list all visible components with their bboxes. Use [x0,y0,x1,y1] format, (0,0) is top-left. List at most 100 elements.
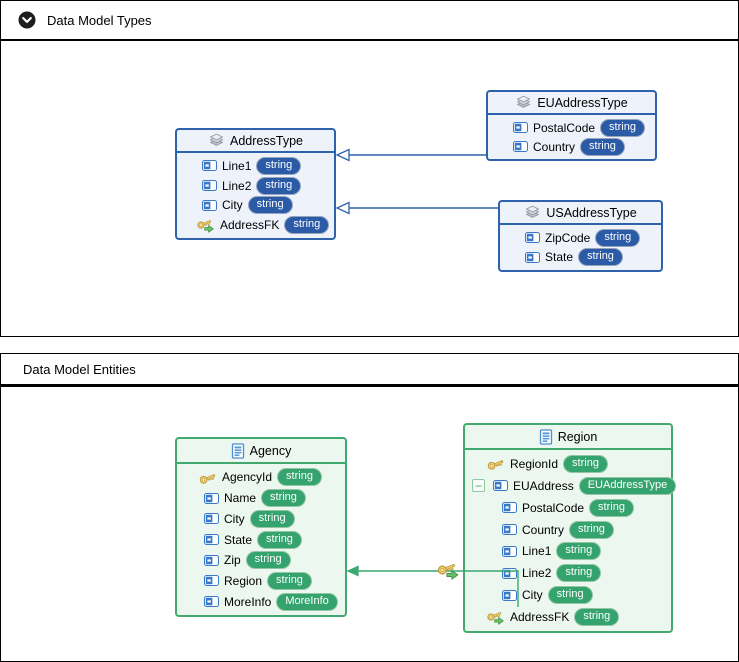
field-type-badge: string [556,564,602,583]
panel-entities-header: Data Model Entities [1,354,738,387]
field-row[interactable]: PostalCode string [468,497,668,519]
field-type-badge: string [249,509,295,528]
type-node-euaddresstype[interactable]: EUAddressType PostalCode string Country … [486,90,657,161]
field-type-badge: string [580,137,625,156]
field-type-badge: string [563,454,608,473]
field-type-badge: string [267,571,312,590]
field-name: AddressFK [220,218,280,233]
field-type-badge: string [547,586,593,605]
field-row[interactable]: State string [180,529,342,550]
field-type-badge: string [574,608,620,627]
field-icon [202,160,217,172]
field-name: RegionId [510,456,559,471]
type-node-addresstype[interactable]: AddressType Line1 string Line2 string Ci… [175,128,336,240]
field-row[interactable]: AddressFK string [180,215,331,235]
field-type-badge: string [589,498,634,517]
field-type-badge: string [578,248,623,267]
field-name: Region [224,573,263,588]
field-type-badge: MoreInfo [276,592,338,611]
field-row[interactable]: Line2 string [180,176,331,196]
field-type-badge: string [277,468,322,487]
field-row[interactable]: RegionId string [468,453,668,475]
node-title: USAddressType [546,205,637,220]
foreign-key-icon [436,560,460,580]
node-header[interactable]: Agency [177,439,345,464]
field-type-badge: string [257,530,302,549]
field-row[interactable]: Region string [180,571,342,592]
field-row[interactable]: PostalCode string [491,118,652,137]
field-name: City [222,198,243,213]
field-icon [502,545,517,557]
node-body: ZipCode string State string [500,225,661,270]
field-row[interactable]: City string [468,584,668,606]
field-row[interactable]: City string [180,196,331,216]
field-icon [202,199,217,211]
field-type-badge: string [284,216,330,235]
field-type-badge: string [247,196,293,215]
field-type-badge: string [556,542,602,561]
field-icon [502,502,517,514]
field-icon [502,589,517,601]
node-body: PostalCode string Country string [488,115,655,159]
type-icon [515,95,532,110]
node-title: AddressType [230,133,303,148]
field-type-badge: string [569,520,614,539]
field-type-badge: string [595,228,641,247]
field-icon [204,596,219,608]
chevron-down-circle-icon[interactable] [18,11,36,29]
panel-title-types: Data Model Types [47,12,152,28]
node-title: Agency [249,443,292,458]
field-row[interactable]: Country string [491,137,652,156]
field-name: PostalCode [533,120,596,135]
field-name: Line2 [522,566,552,581]
field-icon [525,232,540,244]
field-type-badge: string [245,551,291,570]
field-type-badge: string [256,156,302,175]
field-name: Name [224,491,257,506]
node-header[interactable]: USAddressType [500,202,661,225]
primary-key-icon [198,470,217,485]
field-icon [204,513,219,525]
field-name: Line2 [222,178,252,193]
field-name: AddressFK [510,610,570,625]
field-name: ZipCode [545,230,591,245]
node-body: AgencyId string Name string City string … [177,464,345,615]
field-row[interactable]: Line1 string [468,541,668,563]
field-row[interactable]: MoreInfo MoreInfo [180,591,342,612]
field-row[interactable]: − EUAddress EUAddressType [468,475,677,497]
field-row[interactable]: City string [180,508,342,529]
field-row[interactable]: Line1 string [180,156,331,176]
field-row[interactable]: AgencyId string [180,467,342,488]
panel-types-header: Data Model Types [1,1,738,41]
entity-node-region[interactable]: Region RegionId string − EUAddress EUAdd… [463,423,677,633]
field-row[interactable]: AddressFK string [468,606,668,628]
node-header[interactable]: AddressType [177,130,334,153]
field-row[interactable]: Line2 string [468,562,668,584]
field-row[interactable]: Country string [468,519,668,541]
field-name: AgencyId [222,470,273,485]
field-name: Country [522,522,565,537]
node-header[interactable]: EUAddressType [488,92,655,115]
field-name: Line1 [222,158,252,173]
field-icon [513,141,528,152]
collapse-button[interactable]: − [472,479,485,493]
node-header[interactable]: Region [465,425,671,450]
node-title: EUAddressType [537,95,628,110]
node-title: Region [557,429,598,444]
field-row[interactable]: Name string [180,488,342,509]
field-row[interactable]: Zip string [180,550,342,571]
field-name: PostalCode [522,500,585,515]
field-icon [204,554,219,566]
field-row[interactable]: ZipCode string [503,228,658,248]
field-type-badge: string [261,489,306,508]
entity-icon [231,442,245,459]
field-name: Zip [224,553,241,568]
field-icon [204,534,219,546]
field-row[interactable]: State string [503,248,658,268]
type-node-usaddresstype[interactable]: USAddressType ZipCode string State strin… [498,200,663,272]
type-icon [208,133,225,148]
field-type-badge: string [256,176,302,195]
field-type-badge: EUAddressType [578,476,677,495]
entity-node-agency[interactable]: Agency AgencyId string Name string City … [175,437,347,617]
type-icon [524,205,541,220]
